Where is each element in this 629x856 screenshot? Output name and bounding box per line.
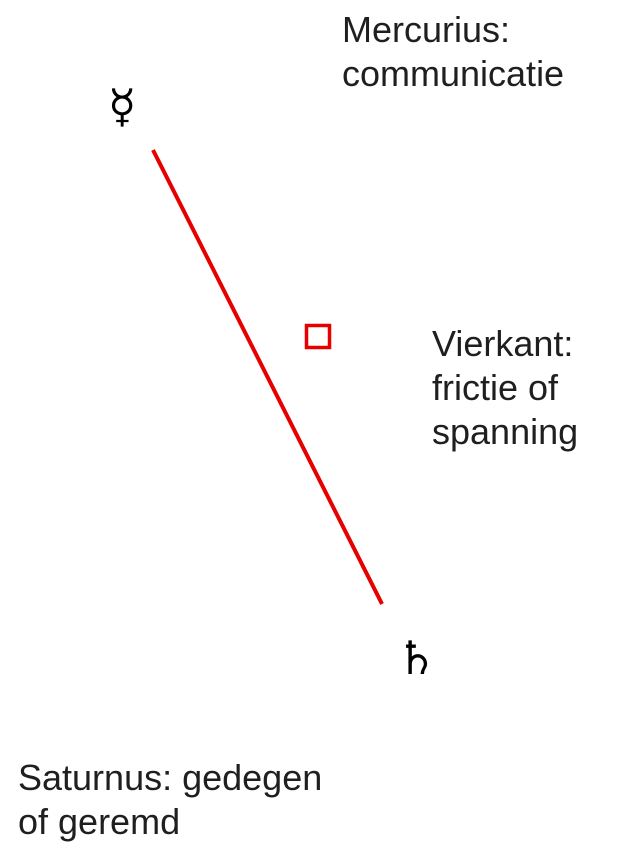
mercury-label: Mercurius: communicatie xyxy=(342,9,565,94)
saturn-symbol-icon: ♄ xyxy=(396,631,438,685)
square-aspect-label: Vierkant: frictie of spanning xyxy=(432,323,579,452)
aspect-line xyxy=(151,149,384,605)
saturn-label: Saturnus: gedegen of geremd xyxy=(18,757,323,842)
square-aspect-icon xyxy=(304,323,332,350)
mercury-symbol-icon: ☿ xyxy=(108,79,137,133)
